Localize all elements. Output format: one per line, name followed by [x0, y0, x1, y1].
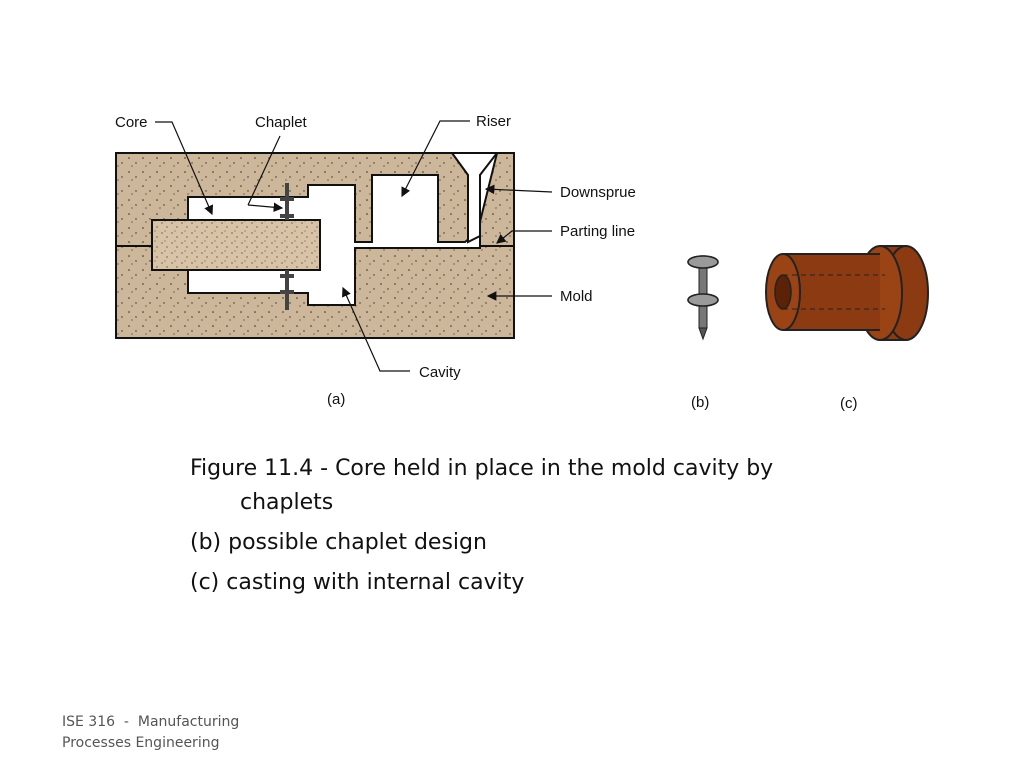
- caption-line-3: (c) casting with internal cavity: [190, 570, 525, 595]
- figure-caption: Figure 11.4 - Core held in place in the …: [190, 452, 830, 600]
- label-riser: Riser: [476, 113, 511, 130]
- core-leader: [155, 121, 214, 216]
- caption-line-1: Figure 11.4 - Core held in place in the …: [190, 456, 774, 515]
- label-chaplet: Chaplet: [255, 114, 308, 131]
- label-parting-line: Parting line: [560, 223, 635, 240]
- downsprue-leader: [484, 184, 553, 195]
- label-panel-b: (b): [691, 394, 709, 411]
- chaplet-design: (b): [687, 255, 719, 411]
- mold-diagram: Core Chaplet Riser Downsprue Parting lin…: [115, 113, 636, 408]
- caption-line-2: (b) possible chaplet design: [190, 530, 487, 555]
- footer-line-2: Processes Engineering: [62, 735, 220, 751]
- core: [151, 219, 321, 271]
- label-cavity: Cavity: [419, 364, 461, 381]
- chaplet-leader-tip: [247, 202, 284, 213]
- casting-figure: Core Chaplet Riser Downsprue Parting lin…: [115, 113, 929, 412]
- label-panel-a: (a): [327, 391, 345, 408]
- riser: [450, 152, 500, 244]
- label-core: Core: [115, 114, 148, 131]
- parting-line-leader: [496, 230, 552, 244]
- label-downsprue: Downsprue: [560, 184, 636, 201]
- chaplet-leader: [247, 135, 281, 206]
- chaplet-lower: [280, 270, 294, 310]
- slide-footer: ISE 316 - Manufacturing Processes Engine…: [62, 712, 239, 754]
- riser-leader: [401, 120, 470, 198]
- cavity-leader: [342, 286, 410, 372]
- casting-with-cavity: (c): [765, 245, 929, 412]
- label-mold: Mold: [560, 288, 593, 305]
- chaplet-upper: [280, 183, 294, 220]
- label-panel-c: (c): [840, 395, 858, 412]
- footer-line-1: ISE 316 - Manufacturing: [62, 714, 240, 730]
- cavity: [187, 174, 481, 306]
